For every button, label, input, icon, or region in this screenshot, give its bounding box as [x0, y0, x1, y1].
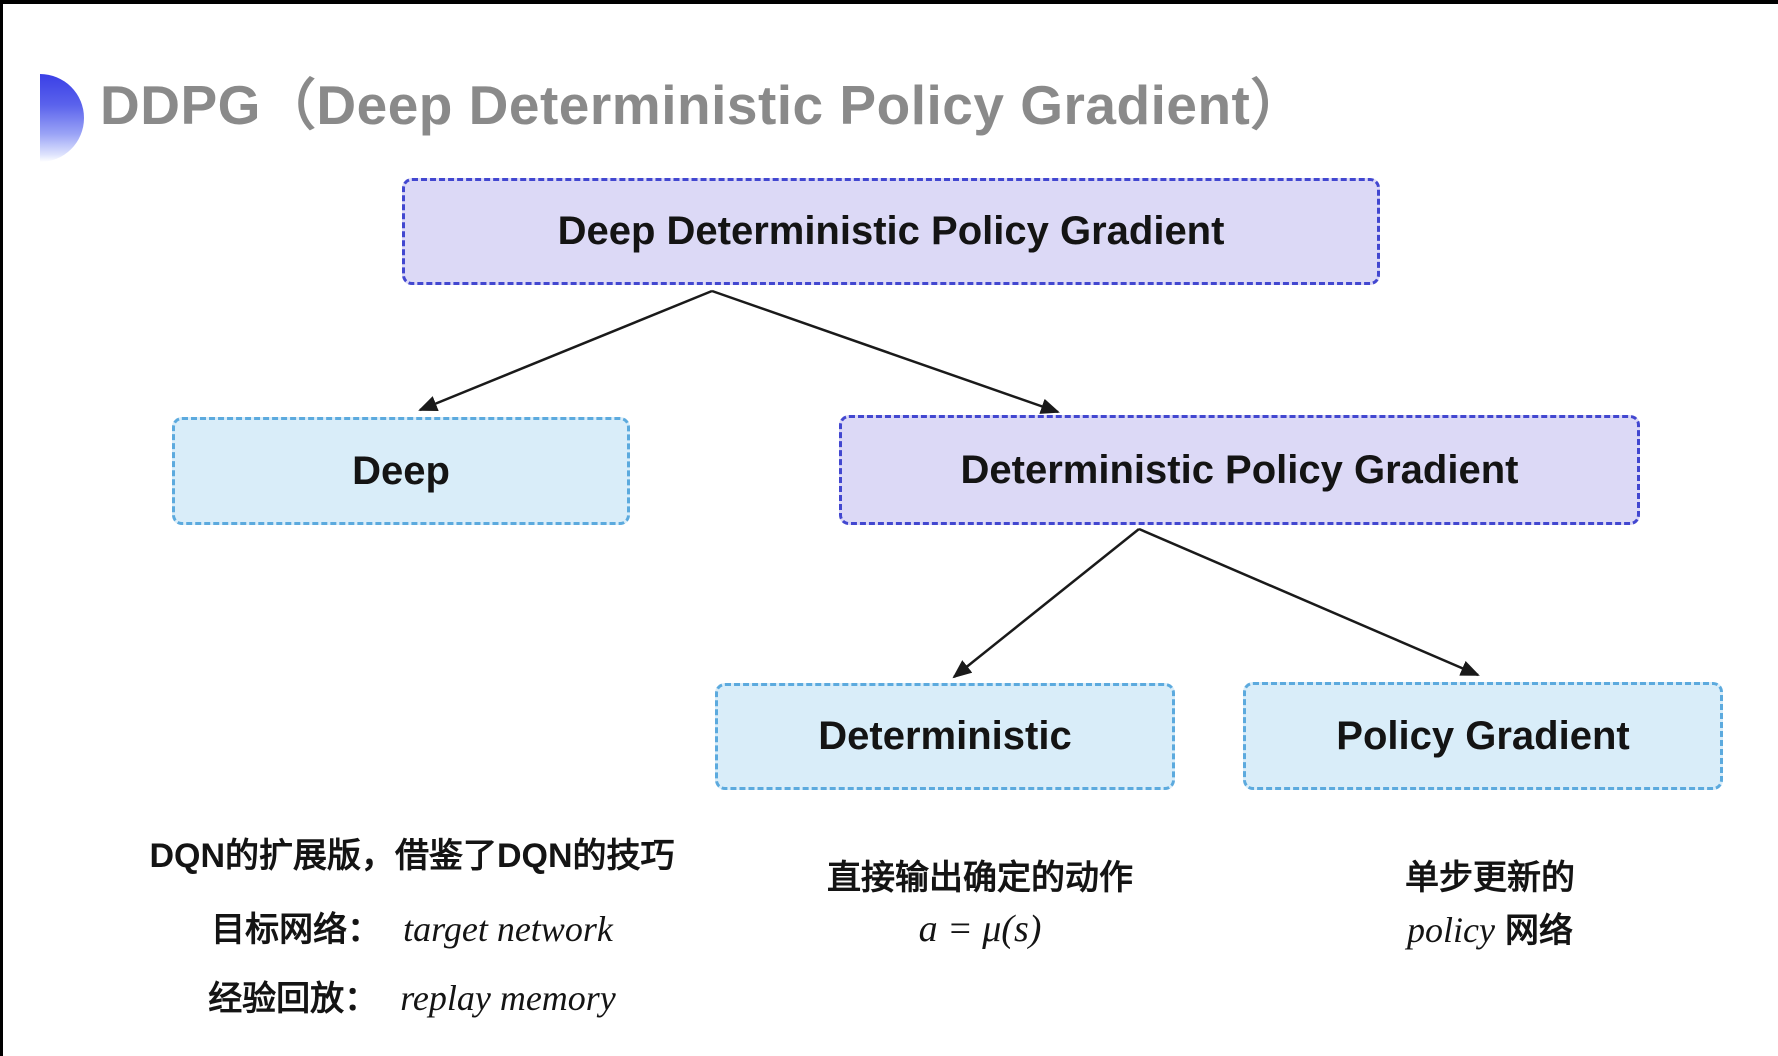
- node-policy-gradient: Policy Gradient: [1243, 682, 1723, 790]
- node-deterministic: Deterministic: [715, 683, 1175, 790]
- annotation-deep-line3-value: replay memory: [400, 978, 616, 1018]
- annotation-deep-line3-label: 经验回放：: [208, 980, 379, 1018]
- edge-dpg-policy-gradient: [1138, 527, 1480, 677]
- annotation-deterministic: 直接输出确定的动作 a = μ(s): [770, 850, 1190, 951]
- frame-edge-left: [0, 0, 3, 1056]
- annotation-policy-gradient-line2-rest: 网络: [1504, 912, 1573, 950]
- node-deterministic-label: Deterministic: [818, 714, 1072, 758]
- annotation-deep-line2-label: 目标网络：: [211, 911, 382, 949]
- edge-dpg-deterministic: [952, 528, 1140, 679]
- annotation-policy-gradient-line2-italic: policy: [1407, 910, 1495, 950]
- annotation-deterministic-line1: 直接输出确定的动作: [827, 859, 1133, 897]
- edge-ddpg-deep: [418, 289, 713, 412]
- node-deep-label: Deep: [352, 448, 450, 493]
- edge-ddpg-dpg: [711, 289, 1060, 414]
- annotation-deep: DQN的扩展版，借鉴了DQN的技巧 目标网络： target network 经验…: [112, 828, 712, 1020]
- annotation-deep-line2-value: target network: [403, 909, 613, 949]
- frame-edge-top: [0, 0, 1778, 4]
- annotation-deep-line3: 经验回放： replay memory: [112, 971, 712, 1020]
- annotation-deep-line2: 目标网络： target network: [112, 902, 712, 951]
- annotation-policy-gradient-line1: 单步更新的: [1405, 859, 1575, 897]
- node-ddpg-label: Deep Deterministic Policy Gradient: [557, 209, 1225, 253]
- bullet-decoration-icon: [40, 74, 84, 162]
- annotation-deep-line1: DQN的扩展版，借鉴了DQN的技巧: [149, 837, 675, 875]
- page-title: DDPG（Deep Deterministic Policy Gradient）: [100, 74, 1306, 136]
- annotation-deterministic-formula: a = μ(s): [918, 908, 1042, 950]
- node-policy-gradient-label: Policy Gradient: [1336, 713, 1630, 758]
- node-deterministic-policy-gradient: Deterministic Policy Gradient: [839, 415, 1640, 525]
- node-deep: Deep: [172, 417, 630, 525]
- node-dpg-label: Deterministic Policy Gradient: [960, 447, 1519, 492]
- node-ddpg: Deep Deterministic Policy Gradient: [402, 178, 1380, 285]
